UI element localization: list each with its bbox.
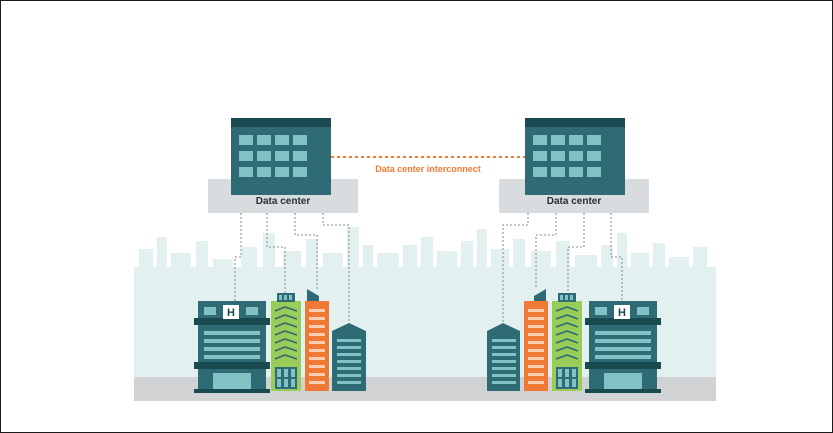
left-connector-hospital [234, 213, 242, 301]
right-orange-building [524, 289, 548, 391]
left-connector-orange [294, 213, 318, 289]
left-teal-building [332, 323, 366, 391]
right-green-building [552, 293, 582, 391]
left-data-center: Data center [208, 118, 358, 213]
right-connector-teal [502, 213, 529, 325]
left-datacenter-label: Data center [256, 196, 311, 207]
left-orange-building [305, 289, 329, 391]
interconnect-label: Data center interconnect [375, 164, 481, 174]
left-connector-green [266, 213, 286, 293]
right-data-center: Data center [499, 118, 649, 213]
left-hospital-building: H [194, 301, 270, 393]
right-connectors [502, 213, 623, 325]
right-server-windows [533, 135, 601, 177]
left-hospital-sign [223, 305, 239, 319]
left-server-windows [239, 135, 307, 177]
left-connector-teal [322, 213, 350, 325]
right-connector-orange [535, 213, 557, 289]
right-buildings: H [487, 289, 661, 393]
left-server-roof [231, 118, 331, 127]
left-hospital-sign-letter: H [227, 307, 235, 319]
left-connectors [234, 213, 350, 325]
left-buildings: H [194, 289, 366, 393]
right-connector-hospital [610, 213, 623, 301]
right-teal-building [487, 323, 520, 391]
right-datacenter-label: Data center [547, 196, 602, 207]
right-connector-green [567, 213, 585, 293]
interconnect-label-backing [372, 163, 484, 175]
right-server-roof [525, 118, 625, 127]
right-hospital-sign [614, 305, 630, 319]
left-green-building [271, 293, 301, 391]
right-hospital-sign-letter: H [618, 307, 626, 319]
right-hospital-building: H [585, 301, 661, 393]
